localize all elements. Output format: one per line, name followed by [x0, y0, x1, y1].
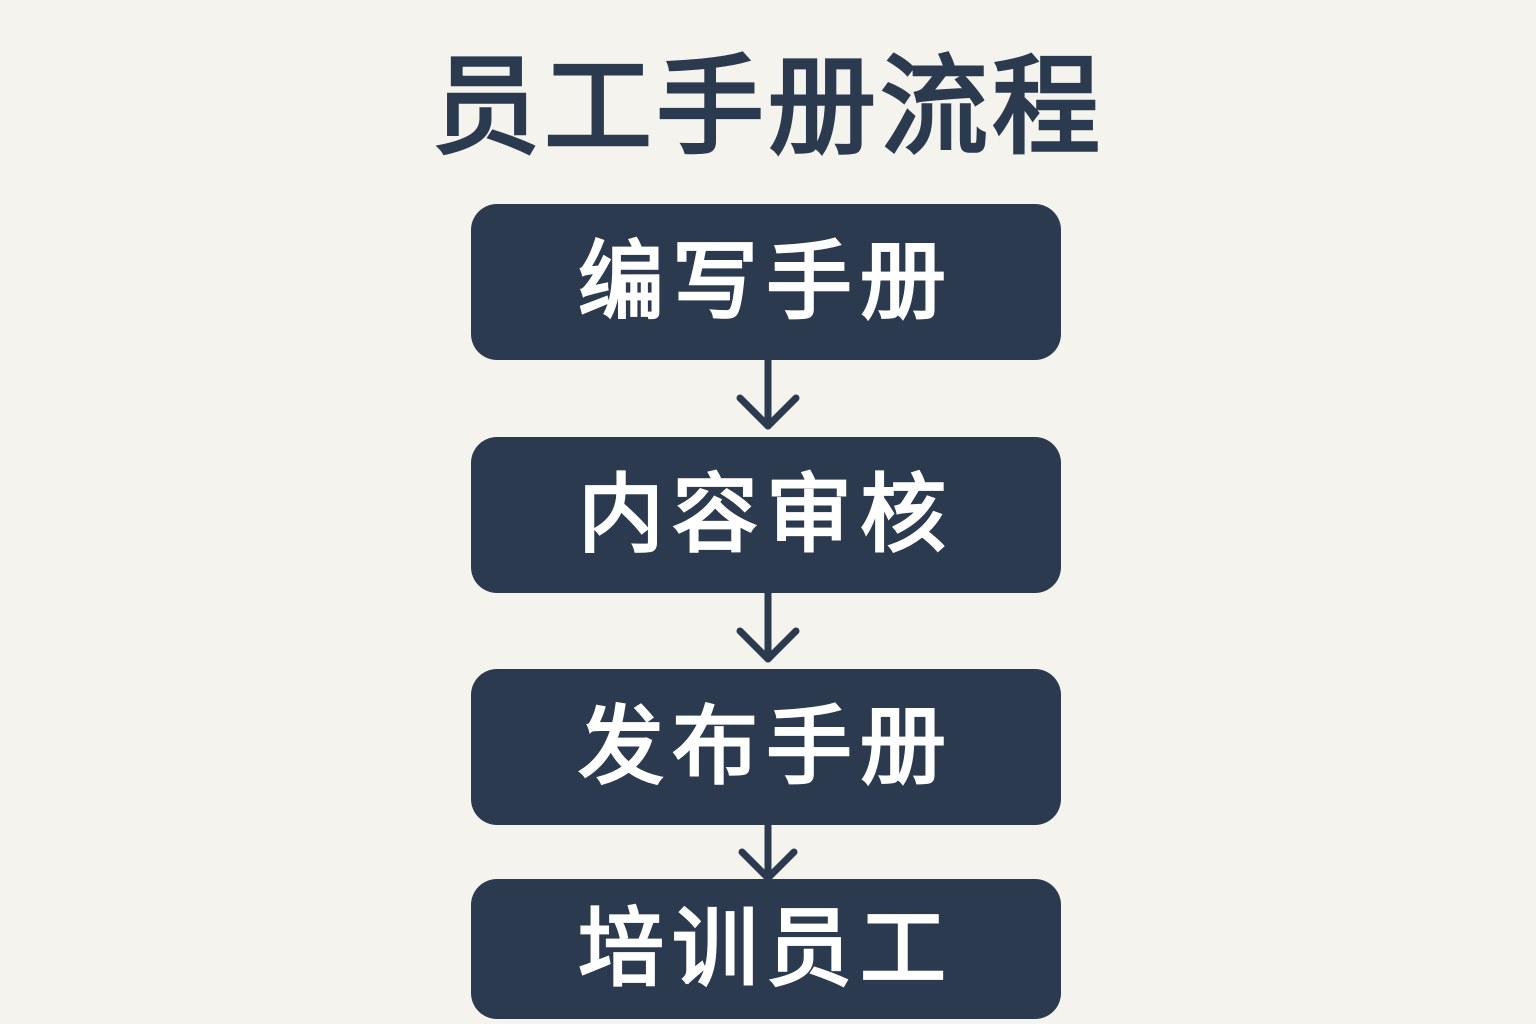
step-box-content-review: 内容审核 — [471, 437, 1061, 593]
step-box-publish-handbook: 发布手册 — [471, 669, 1061, 825]
diagram-title: 员工手册流程 — [431, 45, 1104, 170]
step-label: 培训员工 — [578, 899, 954, 999]
step-box-train-staff: 培训员工 — [471, 879, 1061, 1019]
step-box-write-handbook: 编写手册 — [471, 204, 1061, 360]
arrow-down-icon — [738, 822, 798, 882]
step-label: 内容审核 — [578, 465, 954, 565]
arrow-down-icon — [736, 589, 800, 663]
arrow-down-icon — [736, 356, 800, 430]
step-label: 编写手册 — [578, 232, 954, 332]
step-label: 发布手册 — [578, 697, 954, 797]
